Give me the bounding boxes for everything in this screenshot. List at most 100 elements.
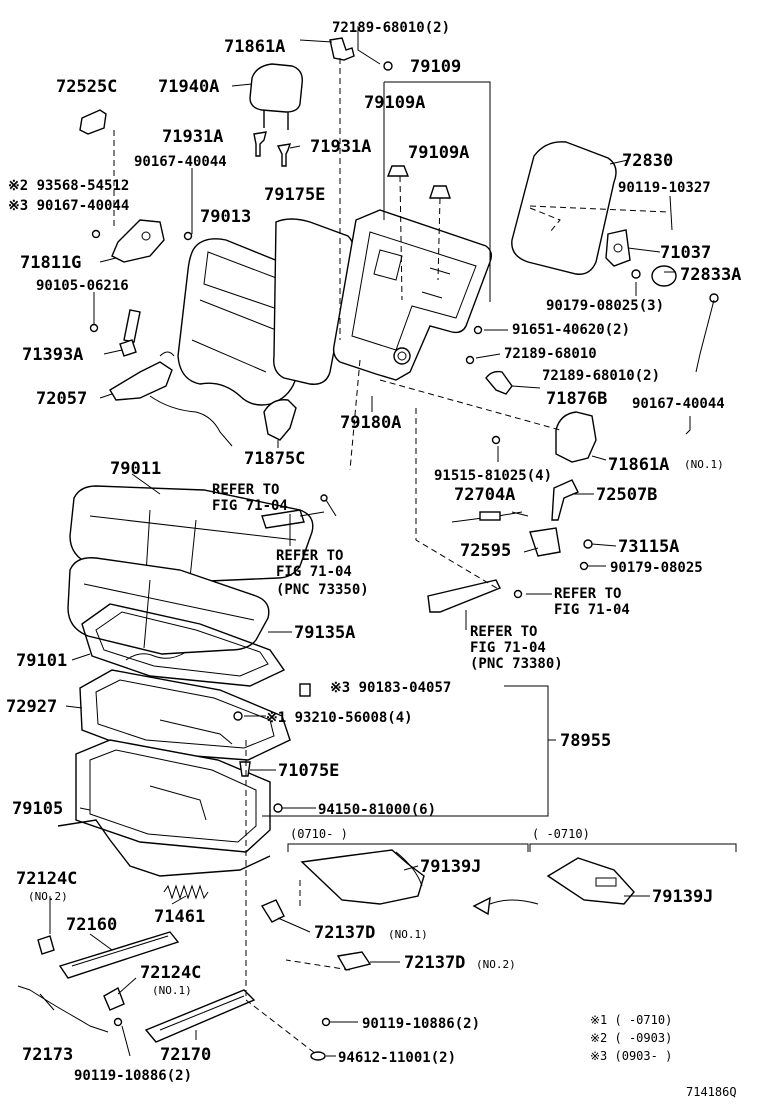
label-72137D-no2-sub: (NO.2) [476,958,516,971]
label-72507B: 72507B [596,485,657,505]
label-79175E: 79175E [264,185,325,205]
label-79109: 79109 [410,57,461,77]
ref-fig-4-line2: FIG 71-04 [470,640,546,656]
back-panel-72830-shape [511,141,617,275]
label-90167-40044-a: 90167-40044 [134,154,227,170]
label-79109A-1: 79109A [364,93,425,113]
seat-pad-shape [67,557,270,655]
side-cover-71861A-shape [555,411,597,463]
label-73115A: 73115A [618,537,679,557]
covers-79139J-shape [300,849,635,916]
label-79139J-2: 79139J [652,887,713,907]
cover-72525C-shape [79,109,107,135]
label-90179-08025: 90179-08025 [610,560,703,576]
label-94612-11001-2: 94612-11001(2) [338,1050,456,1066]
cover-71875C-shape [263,399,297,441]
ref-fig-4-line1: REFER TO [470,624,537,640]
label-range-to-0710: ( -0710) [532,827,590,841]
hinge-bracket-71811G-shape [91,219,193,263]
label-90183-04057: ※3 90183-04057 [330,680,451,696]
seat-frame-79101-shape [81,603,286,687]
label-94150-81000-6: 94150-81000(6) [318,802,436,818]
note-3: ※3 (0903- ) [590,1049,672,1063]
ref-fig-3-line2: FIG 71-04 [554,602,630,618]
label-91515-81025-4: 91515-81025(4) [434,468,552,484]
seat-cushion-79011-shape [69,485,314,583]
ref-fig-3-line1: REFER TO [554,586,621,602]
label-71861A-no1-sub: (NO.1) [684,458,724,471]
caps-79109A-shape [386,165,451,199]
ref-fig-1-line2: FIG 71-04 [212,498,288,514]
label-72189-68010-2-mid: 72189-68010(2) [542,368,660,384]
note-2: ※2 ( -0903) [590,1031,672,1045]
label-72525C: 72525C [56,77,117,97]
label-90119-10327: 90119-10327 [618,180,711,196]
seat-pan-72927-shape [79,669,291,761]
label-72124C-no1-sub: (NO.1) [152,984,192,997]
label-71811G: 71811G [20,253,81,273]
ref-fig-2-line3: (PNC 73350) [276,582,369,598]
cable-72057-shape [109,351,233,447]
label-90119-10886-2-b: 90119-10886(2) [74,1068,192,1084]
label-93568-54512: ※2 93568-54512 [8,178,129,194]
ref-fig-2-line1: REFER TO [276,548,343,564]
fasteners-shape [113,325,593,1061]
clips-72137D-shape [260,899,372,971]
label-90167-40044-c: 90167-40044 [632,396,725,412]
label-71876B: 71876B [546,389,607,409]
label-72057: 72057 [36,389,87,409]
seatback-frame-shape [332,209,493,381]
label-79180A: 79180A [340,413,401,433]
seat-base-79105-shape [57,739,271,877]
part-labels: 72189-68010(2) 71861A 71940A 72525C 7910… [6,20,741,1099]
headrest-guides-shape [253,131,292,167]
bar-72173-shape [17,985,109,1033]
label-72170: 72170 [160,1045,211,1065]
label-72124C-no1: 72124C [140,963,201,983]
top-bracket-shape [329,37,393,71]
label-90179-08025-3: 90179-08025(3) [546,298,664,314]
label-90105-06216: 90105-06216 [36,278,129,294]
label-72189-68010: 72189-68010 [504,346,597,362]
label-71861A-top: 71861A [224,37,285,57]
leader-lines [39,26,737,1057]
label-71931A-1: 71931A [162,127,223,147]
belt-parts-shape [261,479,579,613]
bracket-knob-shape [605,229,719,373]
ref-fig-1-line1: REFER TO [212,482,279,498]
label-72833A: 72833A [680,265,741,285]
label-72927: 72927 [6,697,57,717]
label-72189-68010-2-top: 72189-68010(2) [332,20,450,36]
label-72124C-no2: 72124C [16,869,77,889]
label-79135A: 79135A [294,623,355,643]
ref-fig-4-line3: (PNC 73380) [470,656,563,672]
label-71461: 71461 [154,907,205,927]
spring-71461-shape [163,884,209,900]
label-78955: 78955 [560,731,611,751]
label-range-0710-on: (0710- ) [290,827,348,841]
figure-code: 714186Q [686,1085,737,1099]
label-90167-40044-b: ※3 90167-40044 [8,198,129,214]
label-72595: 72595 [460,541,511,561]
label-79105: 79105 [12,799,63,819]
label-90119-10886-2-a: 90119-10886(2) [362,1016,480,1032]
label-72704A: 72704A [454,485,515,505]
ref-fig-2-line2: FIG 71-04 [276,564,352,580]
note-1: ※1 ( -0710) [590,1013,672,1027]
clip-71876B-shape [485,370,513,395]
label-72137D-no2: 72137D [404,953,465,973]
label-72160: 72160 [66,915,117,935]
label-79013: 79013 [200,207,251,227]
back-board-79175E-shape [273,218,355,385]
label-71393A: 71393A [22,345,83,365]
label-71075E: 71075E [278,761,339,781]
rail-72160-shape [37,931,180,979]
headrest-shape [249,63,303,130]
label-71037: 71037 [660,243,711,263]
lever-71393A-shape [89,309,141,357]
label-71931A-2: 71931A [310,137,371,157]
part-shapes [17,37,719,1061]
label-72137D-no1-sub: (NO.1) [388,928,428,941]
label-72124C-no2-sub: (NO.2) [28,890,68,903]
